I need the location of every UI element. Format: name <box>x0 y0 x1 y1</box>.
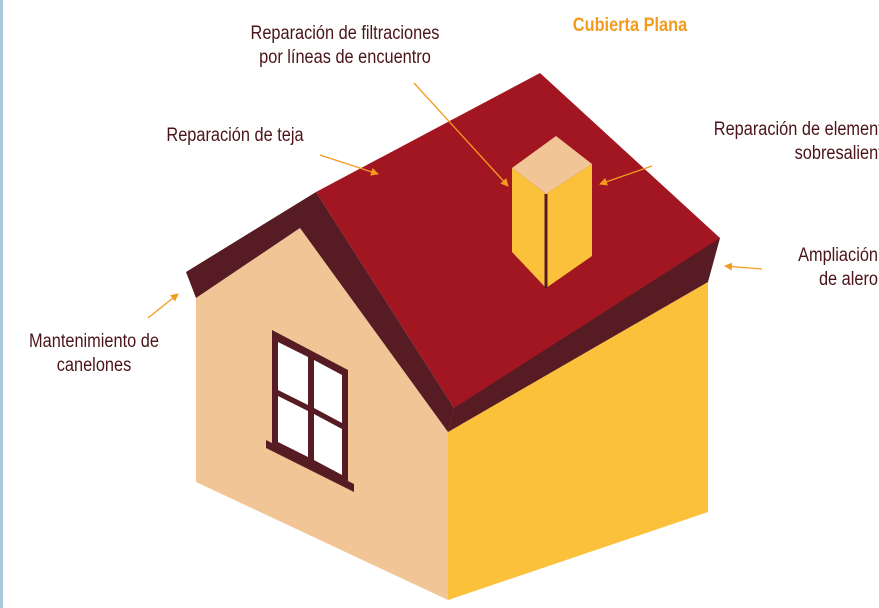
label-line: por líneas de encuentro <box>259 47 431 68</box>
gable-trim <box>186 192 454 432</box>
label-line: Reparación de elementos <box>713 119 879 140</box>
label-reparacion-filtraciones: Reparación de filtraciones por líneas de… <box>225 22 466 70</box>
label-line: de alero <box>818 269 878 290</box>
label-reparacion-teja: Reparación de teja <box>136 124 334 148</box>
label-line: Reparación de filtraciones <box>250 23 440 44</box>
chimney-top <box>512 136 592 194</box>
left-border <box>0 0 3 608</box>
label-line: canelones <box>56 355 132 376</box>
arrow-elementos <box>599 165 653 186</box>
house-side-wall <box>448 282 708 600</box>
arrow-filtraciones <box>413 82 509 187</box>
label-line: Mantenimiento de <box>29 331 159 352</box>
chimney-left-face <box>512 168 546 288</box>
arrow-canelones <box>147 293 179 319</box>
label-line: Ampliación <box>798 245 878 266</box>
label-reparacion-elementos: Reparación de elementos sobresalientes <box>668 118 879 166</box>
arrow-alero <box>724 262 763 271</box>
label-line: sobresalientes <box>794 143 879 164</box>
label-line: Reparación de teja <box>166 125 304 146</box>
label-ampliacion-alero: Ampliación de alero <box>759 244 878 292</box>
roof-eave <box>448 238 720 432</box>
chimney-right-face <box>546 164 592 288</box>
diagram-title: Cubierta Plana <box>572 15 688 36</box>
label-mantenimiento-canelones: Mantenimiento de canelones <box>13 330 175 378</box>
window <box>266 330 354 492</box>
arrow-teja <box>319 154 379 176</box>
